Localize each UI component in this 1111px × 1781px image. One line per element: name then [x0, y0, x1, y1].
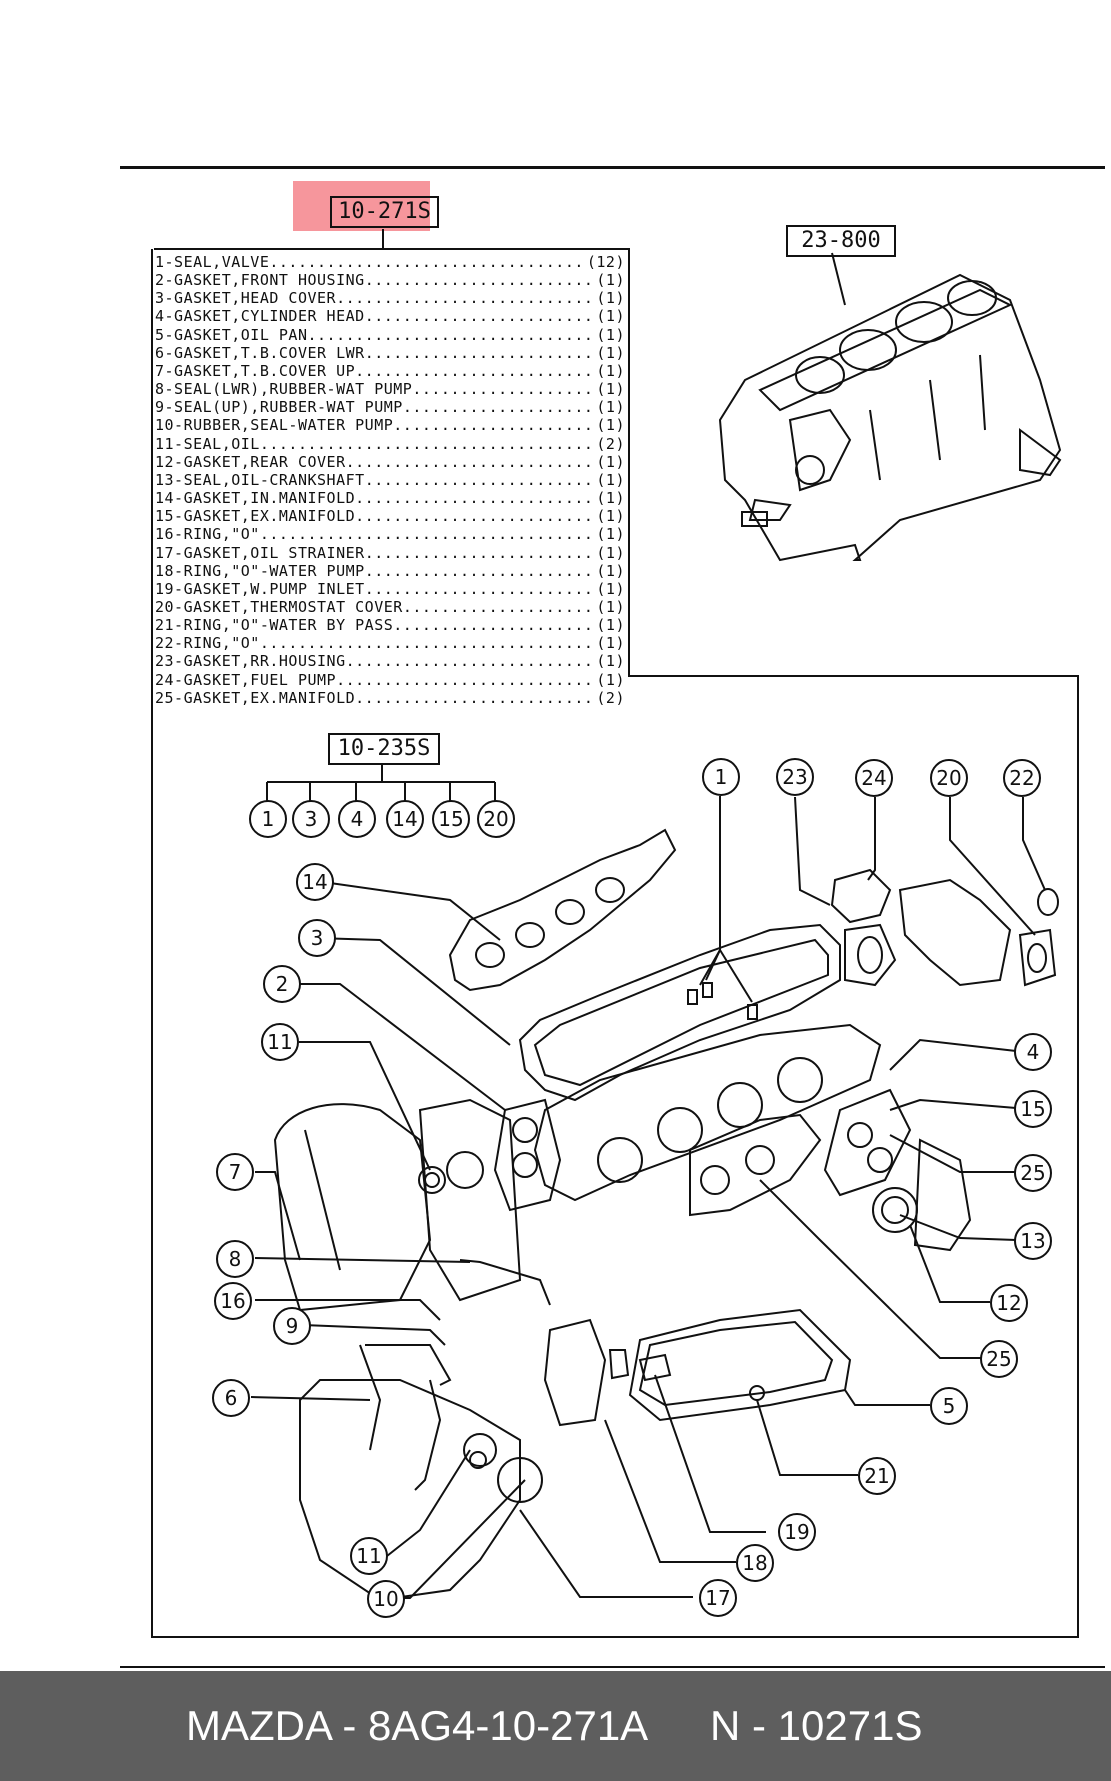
- set-member-callout: 4: [338, 800, 376, 838]
- callout-2: 2: [263, 965, 301, 1003]
- callout-9: 9: [273, 1307, 311, 1345]
- callout-23: 23: [776, 758, 814, 796]
- list-item: 21-RING,"O"-WATER BY PASS(1): [155, 616, 625, 634]
- list-item: 17-GASKET,OIL STRAINER(1): [155, 544, 625, 562]
- callout-25-upper: 25: [1014, 1154, 1052, 1192]
- list-item: 5-GASKET,OIL PAN(1): [155, 326, 625, 344]
- set-member-callout: 3: [292, 800, 330, 838]
- callout-5: 5: [930, 1387, 968, 1425]
- list-item: 20-GASKET,THERMOSTAT COVER(1): [155, 598, 625, 616]
- callout-19: 19: [778, 1513, 816, 1551]
- set-member-callout: 14: [386, 800, 424, 838]
- list-item: 4-GASKET,CYLINDER HEAD(1): [155, 307, 625, 325]
- list-item: 18-RING,"O"-WATER PUMP(1): [155, 562, 625, 580]
- list-item: 8-SEAL(LWR),RUBBER-WAT PUMP(1): [155, 380, 625, 398]
- callout-16: 16: [214, 1282, 252, 1320]
- list-item: 9-SEAL(UP),RUBBER-WAT PUMP(1): [155, 398, 625, 416]
- callout-14: 14: [296, 863, 334, 901]
- callout-25-lower: 25: [980, 1340, 1018, 1378]
- bottom-rule: [120, 1666, 1105, 1668]
- footer-bar: MAZDA - 8AG4-10-271A N - 10271S: [0, 1671, 1111, 1781]
- list-item: 6-GASKET,T.B.COVER LWR(1): [155, 344, 625, 362]
- block-ref-label: 23-800: [786, 225, 896, 257]
- list-item: 16-RING,"O"(1): [155, 525, 625, 543]
- list-item: 14-GASKET,IN.MANIFOLD(1): [155, 489, 625, 507]
- callout-21: 21: [858, 1457, 896, 1495]
- callout-18: 18: [736, 1544, 774, 1582]
- list-item: 1-SEAL,VALVE(12): [155, 253, 625, 271]
- callout-3: 3: [298, 919, 336, 957]
- set-member-callout: 1: [249, 800, 287, 838]
- list-item: 25-GASKET,EX.MANIFOLD(2): [155, 689, 625, 707]
- callout-1: 1: [702, 758, 740, 796]
- list-item: 12-GASKET,REAR COVER(1): [155, 453, 625, 471]
- set-member-callout: 20: [477, 800, 515, 838]
- callout-10: 10: [367, 1580, 405, 1618]
- list-item: 15-GASKET,EX.MANIFOLD(1): [155, 507, 625, 525]
- list-item: 23-GASKET,RR.HOUSING(1): [155, 652, 625, 670]
- list-item: 24-GASKET,FUEL PUMP(1): [155, 671, 625, 689]
- callout-11-lower: 11: [350, 1537, 388, 1575]
- ref-highlight: [293, 181, 430, 231]
- catalog-number-text: N - 10271S: [710, 1702, 923, 1749]
- ref-code-label: 10-271S: [330, 196, 439, 228]
- callout-20: 20: [930, 759, 968, 797]
- list-item: 11-SEAL,OIL(2): [155, 435, 625, 453]
- callout-6: 6: [212, 1379, 250, 1417]
- callout-22: 22: [1003, 759, 1041, 797]
- callout-8: 8: [216, 1240, 254, 1278]
- part-number-text: MAZDA - 8AG4-10-271A: [186, 1702, 649, 1749]
- list-item: 13-SEAL,OIL-CRANKSHAFT(1): [155, 471, 625, 489]
- callout-13: 13: [1014, 1222, 1052, 1260]
- gasket-set-label: 10-235S: [328, 733, 440, 765]
- list-item: 19-GASKET,W.PUMP INLET(1): [155, 580, 625, 598]
- list-item: 3-GASKET,HEAD COVER(1): [155, 289, 625, 307]
- callout-4: 4: [1014, 1033, 1052, 1071]
- list-item: 10-RUBBER,SEAL-WATER PUMP(1): [155, 416, 625, 434]
- callout-24: 24: [855, 759, 893, 797]
- list-item: 22-RING,"O"(1): [155, 634, 625, 652]
- set-member-callout: 15: [432, 800, 470, 838]
- parts-list: 1-SEAL,VALVE(12) 2-GASKET,FRONT HOUSING(…: [155, 253, 625, 707]
- callout-17: 17: [699, 1579, 737, 1617]
- callout-12: 12: [990, 1284, 1028, 1322]
- list-item: 7-GASKET,T.B.COVER UP(1): [155, 362, 625, 380]
- callout-15: 15: [1014, 1090, 1052, 1128]
- callout-7: 7: [216, 1153, 254, 1191]
- list-item: 2-GASKET,FRONT HOUSING(1): [155, 271, 625, 289]
- top-rule: [120, 166, 1105, 169]
- callout-11-upper: 11: [261, 1023, 299, 1061]
